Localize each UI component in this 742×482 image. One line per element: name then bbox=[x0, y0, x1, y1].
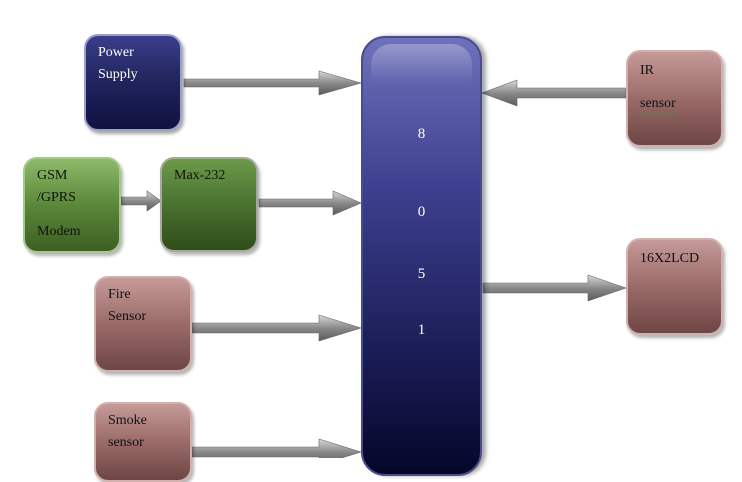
connection-arrows bbox=[120, 70, 627, 458]
power-supply-label-line2: Supply bbox=[98, 67, 138, 82]
smoke-sensor-label-line2: sensor bbox=[108, 435, 144, 450]
max232-label: Max-232 bbox=[174, 168, 226, 183]
smoke-sensor-block: Smoke sensor bbox=[94, 402, 192, 482]
arrow-fire-to-mcu bbox=[191, 314, 363, 342]
arrow-ir-to-mcu bbox=[481, 79, 627, 107]
fire-sensor-label-line2: Sensor bbox=[108, 309, 147, 324]
mcu-label-char-3: 5 bbox=[417, 266, 426, 282]
mcu-label-char-2: 0 bbox=[417, 204, 426, 220]
fire-sensor-label-line1: Fire bbox=[108, 287, 131, 302]
ir-sensor-label-line2: sensor bbox=[640, 94, 676, 115]
max232-block: Max-232 bbox=[160, 157, 258, 252]
fire-sensor-block: Fire Sensor bbox=[94, 276, 192, 372]
microcontroller-8051-block: 8 0 5 1 bbox=[361, 36, 482, 476]
gsm-label-line3: Modem bbox=[37, 224, 81, 239]
mcu-label-char-4: 1 bbox=[417, 322, 426, 338]
mcu-highlight bbox=[371, 44, 472, 84]
arrow-max232-to-mcu bbox=[258, 190, 362, 216]
arrow-gsm-to-max232 bbox=[120, 190, 162, 212]
gsm-label-line1: GSM bbox=[37, 168, 68, 183]
arrow-power-to-mcu bbox=[183, 70, 363, 96]
arrow-mcu-to-lcd bbox=[482, 274, 627, 302]
lcd-label: 16X2LCD bbox=[640, 251, 700, 266]
lcd-display-block: 16X2LCD bbox=[626, 238, 723, 335]
arrow-smoke-to-mcu bbox=[191, 438, 363, 458]
power-supply-block: Power Supply bbox=[84, 34, 182, 131]
smoke-sensor-label-line1: Smoke bbox=[108, 413, 147, 428]
gsm-gprs-modem-block: GSM /GPRS Modem bbox=[23, 157, 121, 253]
gsm-label-line2: /GPRS bbox=[37, 190, 76, 205]
ir-sensor-block: IR sensor bbox=[626, 50, 723, 147]
mcu-label-char-1: 8 bbox=[417, 126, 426, 142]
ir-sensor-label-line1: IR bbox=[640, 63, 654, 78]
power-supply-label-line1: Power bbox=[98, 45, 134, 60]
